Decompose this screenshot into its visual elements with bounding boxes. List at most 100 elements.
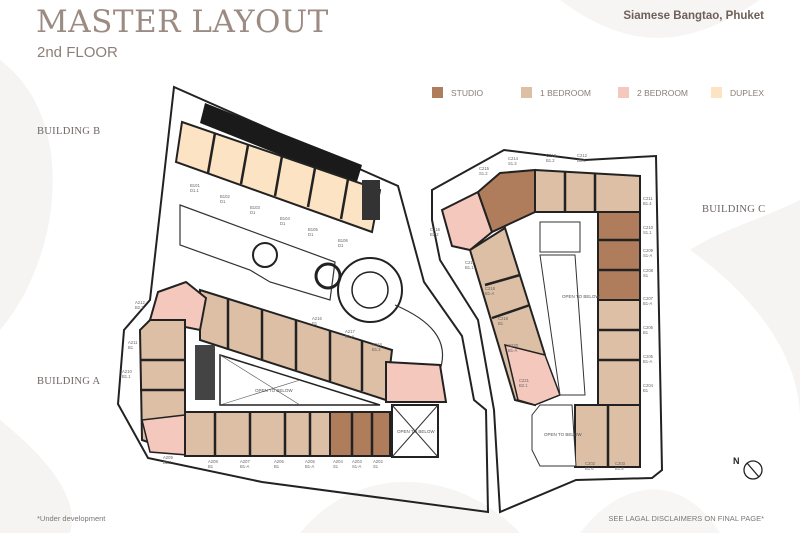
building-c-studios-east — [597, 211, 641, 301]
unit-type: B1-A — [643, 301, 653, 306]
unit-type: B1-A — [485, 291, 495, 296]
unit-type: B1 — [274, 464, 280, 469]
site-boundary-ab — [116, 85, 490, 514]
building-c-east-wing — [597, 299, 641, 406]
legend-label: 1 BEDROOM — [540, 87, 592, 98]
legend-label: STUDIO — [451, 87, 484, 98]
building-a-label: BUILDING A — [37, 376, 101, 387]
unit-type: D1 — [338, 243, 344, 248]
legend-swatch — [711, 87, 722, 98]
unit-type: D1 — [280, 221, 286, 226]
walkway — [394, 304, 444, 371]
unit-type: B1 — [643, 330, 649, 335]
unit-type: B2.2 — [135, 305, 144, 310]
unit-id: A210 — [122, 369, 132, 374]
unit-type: B1 — [128, 345, 134, 350]
unit-type: S1 — [333, 464, 339, 469]
unit-type: S1.2 — [479, 171, 488, 176]
unit-type: S1 — [643, 273, 649, 278]
jacuzzi — [314, 262, 342, 290]
unit-type: B1 — [498, 321, 504, 326]
unit-id: C211 — [643, 196, 653, 201]
unit-type: S1-A — [643, 253, 653, 258]
unit-id: A212 — [135, 300, 145, 305]
pool-circle — [252, 242, 278, 268]
page-title: MASTER LAYOUT — [36, 4, 329, 40]
legend-item-2-bedroom: 2 BEDROOM — [618, 87, 711, 98]
unit-id: B101 — [190, 183, 200, 188]
unit-type: B1.1 — [465, 265, 474, 270]
unit-type: B1.5 — [577, 158, 586, 163]
unit-type: B1-A — [643, 359, 653, 364]
pool-inner — [351, 271, 389, 309]
open-to-below-label: OPEN TO BELOW — [562, 294, 600, 299]
unit-id: A204 — [333, 459, 343, 464]
unit-type: D1.1 — [190, 188, 200, 193]
unit-id: A206 — [274, 459, 284, 464]
north-compass: N — [733, 456, 763, 480]
building-b-label: BUILDING B — [37, 126, 101, 137]
unit-id: A207 — [240, 459, 250, 464]
open-to-below-c — [539, 254, 586, 396]
unit-id: C212 — [577, 153, 588, 158]
unit-id: C205 — [643, 354, 654, 359]
unit-id: C210 — [643, 225, 654, 230]
unit-type: B1 — [643, 388, 649, 393]
building-c-top-wing — [534, 168, 641, 213]
building-b-service-block — [200, 103, 362, 185]
legend: STUDIO 1 BEDROOM 2 BEDROOM DUPLEX — [432, 87, 764, 98]
unit-id: C219 — [498, 316, 509, 321]
unit-id: A217 — [345, 329, 355, 334]
building-a-studios — [329, 411, 391, 457]
unit-id: A203 — [352, 459, 362, 464]
legend-swatch — [618, 87, 629, 98]
unit-id: B102 — [220, 194, 230, 199]
unit-type: B1 — [208, 464, 214, 469]
unit-id: C204 — [643, 383, 654, 388]
unit-type: B1.4 — [643, 201, 652, 206]
footer-disclaimer: SEE LAGAL DISCLAIMERS ON FINAL PAGE* — [608, 514, 764, 523]
footer-under-development: *Under development — [37, 514, 106, 523]
unit-type: B2.2 — [430, 232, 439, 237]
unit-id: C209 — [643, 248, 654, 253]
unit-type: B1-A — [240, 464, 250, 469]
compass-north-label: N — [733, 456, 740, 466]
open-to-below-label: OPEN TO BELOW — [544, 432, 582, 437]
unit-type: B1.2 — [372, 347, 381, 352]
unit-type: B1.2 — [546, 158, 555, 163]
floor-subtitle: 2nd FLOOR — [37, 44, 118, 61]
stair-core — [362, 180, 380, 220]
legend-swatch — [432, 87, 443, 98]
unit-id: B104 — [280, 216, 290, 221]
pool-deck — [179, 204, 336, 301]
unit-id: C213 — [546, 153, 557, 158]
unit-id: C216 — [430, 227, 441, 232]
unit-id: C208 — [643, 268, 654, 273]
unit-id: A202 — [373, 459, 383, 464]
unit-id: A208 — [208, 459, 218, 464]
unit-id: A211 — [128, 340, 138, 345]
legend-swatch — [521, 87, 532, 98]
unit-id: B103 — [250, 205, 260, 210]
unit-id: A216 — [312, 316, 322, 321]
unit-id: C214 — [508, 156, 519, 161]
unit-id: C220 — [508, 343, 519, 348]
unit-type: B2.1 — [519, 383, 528, 388]
legend-item-studio: STUDIO — [432, 87, 521, 98]
unit-type: B1-A — [508, 348, 518, 353]
legend-label: 2 BEDROOM — [637, 87, 689, 98]
open-to-below-label: OPEN TO BELOW — [397, 429, 435, 434]
unit-id: C207 — [643, 296, 654, 301]
unit-id: B105 — [308, 227, 318, 232]
building-a-south-wing — [184, 411, 331, 457]
unit-id: A209 — [163, 455, 173, 460]
legend-item-duplex: DUPLEX — [711, 87, 764, 98]
building-c-label: BUILDING C — [702, 204, 766, 215]
unit-type: D1 — [308, 232, 314, 237]
location-label: Siamese Bangtao, Phuket — [623, 10, 764, 22]
building-a-2bed-sw — [141, 414, 189, 456]
unit-id: A205 — [305, 459, 315, 464]
